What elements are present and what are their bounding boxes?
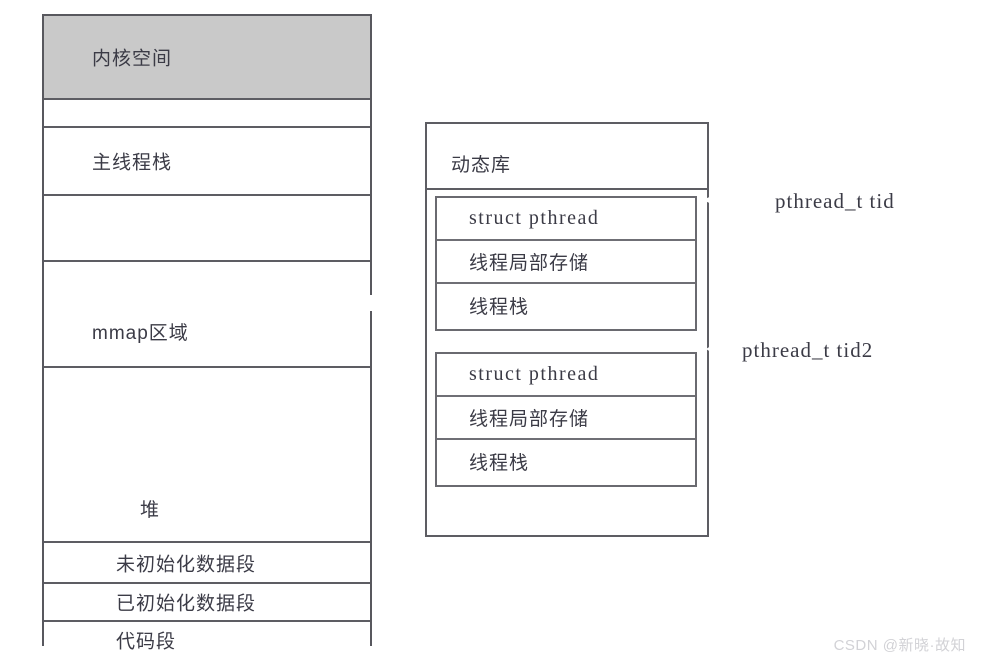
segment-gap-middle bbox=[44, 196, 370, 262]
segment-gap-upper bbox=[44, 100, 370, 128]
thread-row-label: struct pthread bbox=[469, 363, 600, 385]
segment-label-main-thread-stack: 主线程栈 bbox=[92, 152, 173, 174]
dynamic-library-box: 动态库 struct pthread 线程局部存储 线程栈 struct pth… bbox=[425, 122, 709, 537]
thread-row-label: 线程栈 bbox=[469, 297, 530, 318]
dynamic-library-title: 动态库 bbox=[451, 155, 512, 176]
segment-label-text: 代码段 bbox=[116, 631, 177, 653]
segment-bss: 未初始化数据段 bbox=[44, 543, 370, 584]
segment-data: 已初始化数据段 bbox=[44, 584, 370, 622]
segment-mmap-region: mmap区域 bbox=[44, 262, 370, 368]
thread-row-label: 线程局部存储 bbox=[469, 409, 590, 430]
segment-label-mmap-region: mmap区域 bbox=[92, 323, 189, 344]
segment-label-heap: 堆 bbox=[140, 500, 161, 521]
callout-label-tid2: pthread_t tid2 bbox=[742, 338, 874, 362]
segment-kernel-space: 内核空间 bbox=[44, 16, 370, 100]
thread-block-1: struct pthread 线程局部存储 线程栈 bbox=[435, 196, 697, 331]
left-arrow-icon-tid bbox=[703, 186, 767, 214]
thread-row-struct-pthread-2: struct pthread bbox=[437, 354, 695, 397]
segment-label-kernel-space: 内核空间 bbox=[92, 48, 173, 70]
thread-block-2: struct pthread 线程局部存储 线程栈 bbox=[435, 352, 697, 487]
csdn-watermark: CSDN @新晓·故知 bbox=[833, 637, 966, 654]
thread-row-struct-pthread-1: struct pthread bbox=[437, 198, 695, 241]
segment-text: 代码段 bbox=[44, 622, 370, 664]
thread-row-stack-2: 线程栈 bbox=[437, 440, 695, 483]
up-arrow-icon-heap bbox=[187, 485, 221, 539]
thread-row-label: 线程栈 bbox=[469, 453, 530, 474]
segment-label-bss: 未初始化数据段 bbox=[116, 554, 257, 575]
thread-row-label: 线程局部存储 bbox=[469, 253, 590, 274]
thread-row-tls-2: 线程局部存储 bbox=[437, 397, 695, 440]
callout-label-tid: pthread_t tid bbox=[775, 189, 895, 213]
thread-row-tls-1: 线程局部存储 bbox=[437, 241, 695, 284]
dynamic-library-divider bbox=[427, 188, 707, 190]
thread-row-label: struct pthread bbox=[469, 207, 600, 229]
segment-main-thread-stack: 主线程栈 bbox=[44, 128, 370, 196]
thread-row-stack-1: 线程栈 bbox=[437, 284, 695, 327]
segment-heap: 堆 bbox=[44, 368, 370, 543]
mmap-to-dynamic-library-arrow-icon bbox=[368, 284, 422, 322]
left-arrow-icon-tid2 bbox=[706, 338, 744, 360]
down-arrow-icon-main-stack bbox=[233, 134, 269, 190]
down-arrow-icon-mmap bbox=[241, 265, 275, 319]
process-address-space-box: 内核空间 主线程栈 mmap区域 堆 未初始化数据段 已初始化数据段 代码段 bbox=[42, 14, 372, 664]
segment-label-data: 已初始化数据段 bbox=[116, 593, 257, 615]
